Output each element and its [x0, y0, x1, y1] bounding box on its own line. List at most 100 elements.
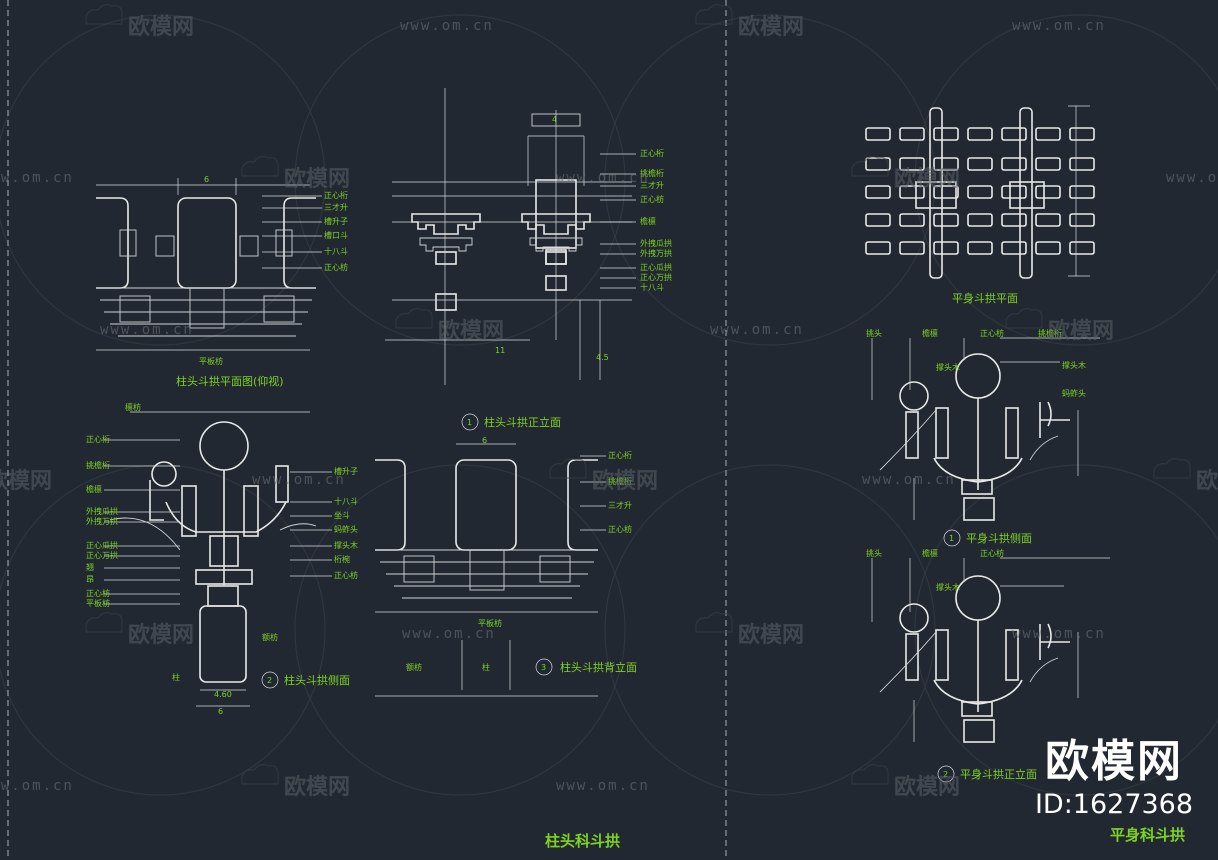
plan-top-caption: 柱头斗拱平面图(仰视): [176, 374, 284, 388]
watermark-brand-10: 欧模网: [85, 612, 194, 648]
plan-label-2: 三才升: [324, 202, 348, 212]
ping-side-right-1: 撑头木: [1062, 360, 1086, 370]
ping-front-top-2: 檐檩: [922, 548, 938, 558]
front-label-4: 正心枋: [640, 194, 664, 204]
side-left-label-11: 平板枋: [86, 598, 110, 608]
side-dim-b: 6: [218, 707, 223, 716]
front-dim-top: 4: [552, 115, 557, 124]
brand-name: 欧模网: [1045, 736, 1183, 787]
right-sheet-title: 平身科斗拱: [1110, 826, 1185, 844]
plan-top-drawing: 6 平板枋 柱头斗拱平面图(仰视) 正心桁 三才升 槽升子 槽口斗 十八斗 正心…: [96, 175, 348, 388]
watermark-brand-7: 欧模网: [0, 468, 52, 494]
side-left-label-7: 正心万拱: [86, 550, 118, 560]
watermark-url-3: www.om.cn: [0, 170, 74, 186]
watermark-brand-1: 欧模网: [85, 4, 194, 40]
plan-label-3: 槽升子: [324, 216, 348, 226]
cad-text: 欧模网: [284, 774, 350, 800]
front-label-6: 外拽瓜拱: [640, 238, 672, 248]
plan-label-6: 正心枋: [324, 262, 348, 272]
side-left-label-9: 昂: [86, 575, 94, 584]
side-caption: 柱头斗拱侧面: [284, 673, 350, 687]
ping-front-num: 2: [943, 770, 948, 779]
cad-text: 欧模网: [1196, 468, 1218, 494]
back-note: 平板枋: [478, 618, 502, 628]
side-left-label-1: 正心桁: [86, 434, 110, 444]
watermark-url-4: www.om.cn: [556, 170, 650, 186]
plan-top-note: 平板枋: [199, 356, 223, 366]
side-left-label-2: 挑檐桁: [86, 460, 110, 470]
watermark-url-9: www.om.cn: [862, 472, 956, 488]
ping-side-top-2: 檐檩: [922, 328, 938, 338]
back-elevation-drawing: 6 平板枋 额枋 柱 3 柱头斗拱背立面 正心桁 挑檐桁 三才升 正心枋: [375, 436, 637, 697]
brand-badge: 欧模网 ID:1627368: [1024, 736, 1204, 822]
side-left-label-10: 正心枋: [86, 588, 110, 598]
side-right-label-4: 蚂蚱头: [334, 524, 358, 534]
side-right-label-1: 槽升子: [334, 466, 358, 476]
side-right-label-3: 坐斗: [334, 511, 350, 520]
watermark-brand-2: 欧模网: [695, 4, 804, 40]
side-view-drawing: 4.60 6 柱 额枋 檩枋 2 柱头斗拱侧面 正心桁 挑檐桁 檐檩 外拽瓜拱 …: [86, 402, 358, 716]
side-label-col: 柱: [172, 672, 180, 682]
side-label-beam: 额枋: [262, 632, 278, 642]
plan-label-1: 正心桁: [324, 190, 348, 200]
side-right-label-2: 十八斗: [334, 496, 358, 506]
back-label-3: 三才升: [608, 500, 632, 510]
side-left-label-8: 翘: [86, 563, 94, 572]
cad-text: 欧模网: [738, 14, 804, 40]
watermark-url-5: www.om.cn: [1166, 170, 1218, 186]
sheet-borders: [7, 0, 727, 860]
side-right-leaders: 槽升子 十八斗 坐斗 蚂蚱头 撑头木 桁椀 正心枋: [290, 466, 358, 580]
front-leaders: 正心桁 挑檐桁 三才升 正心枋 檐檩 外拽瓜拱 外拽万拱 正心瓜拱 正心万拱 十…: [600, 148, 672, 292]
watermark-pattern: [0, 14, 1218, 796]
watermark-url-11: www.om.cn: [1012, 626, 1106, 642]
back-label-b: 柱: [482, 662, 490, 672]
ping-side-top-5: 撑头木: [936, 362, 960, 372]
watermark-brand-13: 欧模网: [851, 764, 960, 800]
ping-plan-drawing: 平身斗拱平面: [865, 105, 1095, 305]
cad-text: 欧模网: [894, 166, 960, 192]
watermark-url-1: www.om.cn: [400, 18, 494, 34]
watermarks: 欧模网 欧模网 欧模网 欧模网 欧模网 欧模网 欧模网 欧模网 欧模网 欧模网 …: [0, 4, 1218, 800]
ping-side-top-4: 挑檐桁: [1038, 328, 1062, 338]
plan-label-5: 十八斗: [324, 246, 348, 256]
side-left-label-5: 外拽万拱: [86, 516, 118, 526]
side-dim-a: 4.60: [214, 690, 232, 699]
back-label-a: 额枋: [406, 662, 422, 672]
front-num: 1: [467, 418, 472, 427]
watermark-brand-3: 欧模网: [241, 156, 350, 192]
cad-text: 欧模网: [1048, 318, 1114, 344]
watermark-brand-11: 欧模网: [695, 612, 804, 648]
plan-top-dim: 6: [204, 175, 209, 184]
side-left-label-4: 外拽瓜拱: [86, 506, 118, 516]
side-left-label-6: 正心瓜拱: [86, 540, 118, 550]
ping-side-right-2: 蚂蚱头: [1062, 388, 1086, 398]
ping-front-caption: 平身斗拱正立面: [960, 767, 1037, 781]
back-leaders: 正心桁 挑檐桁 三才升 正心枋: [580, 450, 632, 534]
front-caption: 柱头斗拱正立面: [484, 415, 561, 429]
ping-side-top-3: 正心枋: [980, 328, 1004, 338]
watermark-url-8: www.om.cn: [252, 472, 346, 488]
front-label-5: 檐檩: [640, 216, 656, 226]
watermark-url-12: www.om.cn: [0, 778, 74, 794]
front-label-1: 正心桁: [640, 148, 664, 158]
back-num: 3: [541, 663, 546, 672]
front-label-8: 正心瓜拱: [640, 262, 672, 272]
watermark-url-2: www.om.cn: [1012, 18, 1106, 34]
front-label-2: 挑檐桁: [640, 168, 664, 178]
watermark-brand-12: 欧模网: [241, 764, 350, 800]
ping-front-top-4: 撑头木: [936, 582, 960, 592]
cad-text: 欧模网: [128, 622, 194, 648]
side-right-label-7: 正心枋: [334, 570, 358, 580]
ping-side-num: 1: [949, 534, 954, 543]
cad-text: 欧模网: [894, 774, 960, 800]
side-left-label-3: 檐檩: [86, 484, 102, 494]
back-caption: 柱头斗拱背立面: [560, 660, 637, 674]
side-label-top: 檩枋: [125, 402, 141, 412]
side-left-leaders: 正心桁 挑檐桁 檐檩 外拽瓜拱 外拽万拱 正心瓜拱 正心万拱 翘 昂 正心枋 平…: [86, 434, 180, 608]
watermark-brand-9: 欧模网: [1153, 458, 1218, 494]
front-dim-bottom: 11: [495, 346, 505, 355]
cad-text: 欧模网: [0, 468, 52, 494]
plan-top-leaders: 正心桁 三才升 槽升子 槽口斗 十八斗 正心枋: [262, 190, 348, 272]
watermark-url-6: www.om.cn: [100, 322, 194, 338]
ping-side-caption: 平身斗拱侧面: [966, 531, 1032, 545]
